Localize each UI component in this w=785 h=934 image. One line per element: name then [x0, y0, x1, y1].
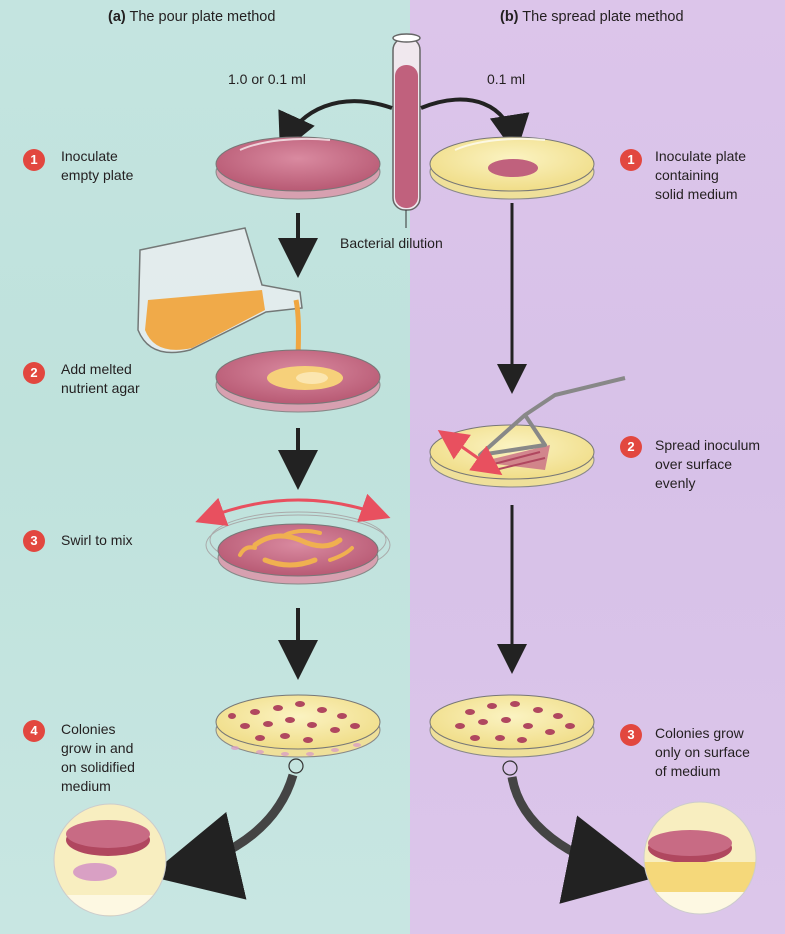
spread-plate-colonies [430, 695, 594, 775]
pour-zoom-arrow [175, 775, 293, 870]
spread-zoom-detail [640, 800, 760, 922]
pour-plate-step-3 [206, 500, 390, 584]
spread-plate-step-1 [430, 137, 594, 199]
spread-plate-step-2 [430, 378, 625, 487]
arrow-to-spread-plate [421, 100, 514, 143]
test-tube [393, 34, 420, 228]
pour-plate-step-1 [216, 137, 380, 199]
pour-plate-colonies [216, 695, 380, 773]
spread-zoom-arrow [512, 777, 630, 872]
flask [138, 228, 302, 365]
pour-zoom-detail [50, 800, 170, 920]
pour-plate-step-2 [216, 350, 380, 412]
